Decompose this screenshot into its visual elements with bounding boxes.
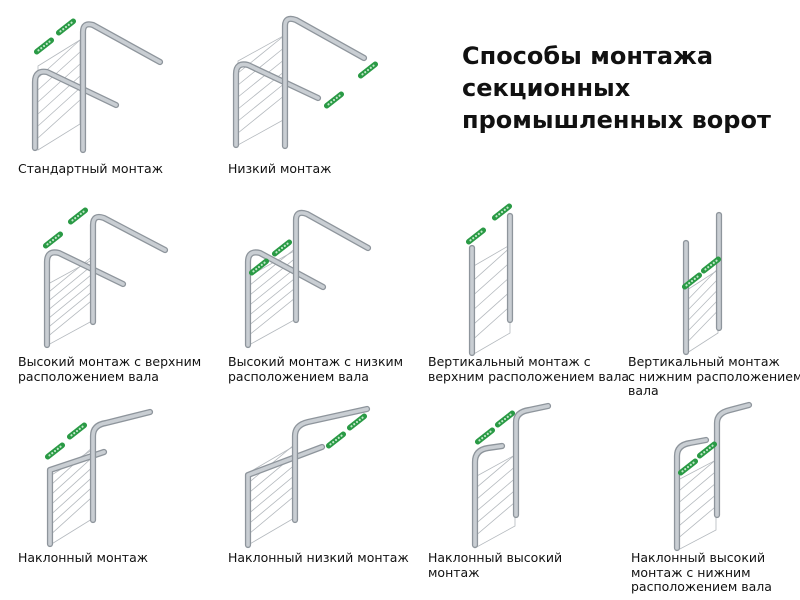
- caption-line: Стандартный монтаж: [18, 161, 163, 176]
- page-title: Способы монтажа секционных промышленных …: [462, 40, 782, 136]
- caption-line: Низкий монтаж: [228, 161, 332, 176]
- shaft-high-top-2: [66, 206, 90, 226]
- door-panel-inclined-high-low: [677, 459, 717, 551]
- rail-standard-front: [31, 68, 120, 152]
- rail-inclined-low-back-core: [293, 407, 369, 522]
- rail-standard-back-core: [81, 22, 162, 152]
- rail-inclined-high-low-back: [713, 401, 753, 519]
- caption-line: расположением вала: [18, 368, 159, 384]
- shaft-low-2: [356, 60, 380, 80]
- caption-inclined-high: Наклонный высокий монтаж: [428, 550, 603, 580]
- shaft-inclined-1: [43, 441, 67, 461]
- caption-line: Наклонный высокий: [428, 550, 563, 565]
- shaft-high-top-1: [41, 230, 65, 250]
- door-panel-high-top: [47, 256, 93, 346]
- caption-inclined: Наклонный монтаж: [18, 550, 193, 566]
- rail-low-back-core: [283, 17, 366, 148]
- title-line-3: промышленных ворот: [462, 106, 771, 134]
- caption-line: вала: [628, 383, 659, 398]
- rail-inclined-high-low-back-core: [715, 403, 751, 517]
- shaft-vertical-top-1: [464, 226, 488, 246]
- door-panel-standard: [37, 39, 81, 151]
- caption-line: Высокий монтаж с низким: [228, 354, 404, 369]
- caption-line: монтаж: [428, 564, 480, 580]
- shaft-inclined-low-1: [324, 430, 348, 450]
- shaft-low-1: [322, 90, 346, 110]
- shaft-inclined-2: [65, 421, 89, 441]
- rail-inclined-high-low-front-core: [675, 438, 708, 550]
- shaft-inclined-high-low-1: [676, 457, 700, 477]
- rail-inclined-low-front-core: [246, 445, 324, 547]
- caption-line: Наклонный низкий монтаж: [228, 550, 409, 565]
- caption-line: Высокий монтаж с верхним: [18, 354, 202, 369]
- title-line-1: Способы монтажа: [462, 42, 714, 70]
- rail-low-front-core: [234, 62, 320, 147]
- caption-line: расположением вала: [228, 368, 369, 384]
- caption-line: Вертикальный монтаж с: [428, 354, 591, 369]
- door-panel-inclined-high: [474, 454, 516, 549]
- caption-inclined-low: Наклонный низкий монтаж: [228, 550, 409, 566]
- caption-inclined-high-low-shaft: Наклонный высокий монтаж с нижним распол…: [631, 550, 796, 595]
- rail-inclined-high-back: [512, 402, 552, 519]
- caption-low: Низкий монтаж: [228, 161, 403, 177]
- rail-high-low-front-core: [246, 250, 325, 347]
- rail-standard-back: [79, 21, 164, 154]
- shaft-standard-2: [54, 17, 78, 37]
- caption-vertical-low-shaft: Вертикальный монтаж с нижним расположени…: [628, 354, 800, 399]
- shaft-inclined-high-1: [473, 426, 497, 446]
- caption-line: с нижним расположением: [628, 368, 800, 384]
- caption-high-top-shaft: Высокий монтаж с верхним расположением в…: [18, 354, 202, 384]
- shaft-standard-1: [32, 36, 56, 56]
- shaft-inclined-high-2: [493, 409, 517, 429]
- caption-standard: Стандартный монтаж: [18, 161, 193, 177]
- caption-line: верхним расположением вала: [428, 368, 630, 384]
- caption-vertical-top-shaft: Вертикальный монтаж с верхним расположен…: [428, 354, 630, 384]
- door-panel-low: [237, 34, 286, 146]
- rail-inclined-high-back-core: [514, 404, 550, 517]
- shaft-high-low-2: [270, 238, 294, 258]
- door-panel-vertical-top: [471, 244, 511, 356]
- title-line-2: секционных: [462, 74, 631, 102]
- rail-high-top-front-core: [45, 250, 125, 347]
- caption-line: монтаж с нижним: [631, 564, 751, 580]
- caption-line: Наклонный монтаж: [18, 550, 149, 565]
- caption-line: Наклонный высокий: [631, 550, 766, 565]
- rail-high-top-back-core: [91, 215, 167, 324]
- rail-inclined-back: [89, 408, 154, 524]
- rail-inclined-high-front-core: [473, 444, 504, 547]
- caption-line: Вертикальный монтаж: [628, 354, 780, 369]
- rail-inclined-front-core: [48, 450, 106, 546]
- caption-high-low-shaft: Высокий монтаж с низким расположением ва…: [228, 354, 404, 384]
- caption-line: расположением вала: [631, 579, 772, 594]
- rail-high-low-back-core: [294, 211, 370, 322]
- rail-inclined-high-front: [471, 442, 506, 549]
- rail-standard-front-core: [33, 69, 118, 150]
- rail-inclined-back-core: [91, 410, 152, 522]
